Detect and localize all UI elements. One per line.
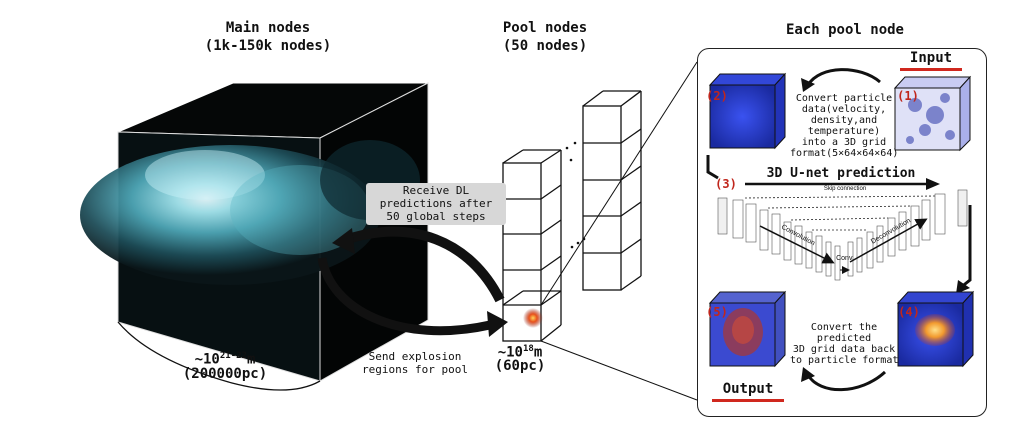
receive-line-3: 50 global steps — [386, 210, 486, 223]
output-label: Output — [712, 381, 784, 402]
pool-scale-label: ~1018m — [497, 344, 543, 361]
receive-line-1: Receive DL — [402, 184, 470, 197]
pool-scale-label-pc: (60pc) — [494, 358, 546, 374]
convert-step-1-line-3: density,and — [810, 115, 878, 126]
unet-conv-mid-label: Conv. — [836, 255, 854, 262]
send-line-2: regions for pool — [362, 363, 468, 376]
main-nodes-cube — [80, 82, 429, 382]
step-2-label: (2) — [706, 89, 728, 103]
convert-step-4-line-4: to particle format — [790, 355, 899, 366]
stack-ellipsis — [565, 141, 586, 249]
main-nodes-title: Main nodes — [225, 20, 311, 36]
pool-node-stack-front — [502, 149, 562, 342]
cube-scale-label: ~1021-22m — [194, 351, 256, 368]
cube-scale-bracket — [117, 321, 321, 391]
convert-step-1-line-6: format(5×64×64×64) — [790, 148, 899, 159]
receive-arrow — [343, 226, 505, 303]
unet-skip-label: Skip connection — [823, 186, 867, 192]
step-1-label: (1) — [897, 89, 919, 103]
convert-step-1-line-2: data(velocity, — [801, 104, 887, 115]
main-nodes-subtitle: (1k-150k nodes) — [204, 38, 332, 54]
step-4-label: (4) — [898, 305, 920, 319]
convert-step-4-line-2: predicted — [816, 333, 872, 344]
convert-step-1-line-1: Convert particle — [795, 93, 893, 104]
each-pool-node-title: Each pool node — [785, 22, 904, 38]
send-arrow-head — [487, 311, 508, 337]
zoom-line-bottom — [540, 340, 698, 401]
pool-node-stack-back — [582, 90, 642, 291]
unet-prediction-title: 3D U-net prediction — [766, 166, 916, 181]
send-line-1: Send explosion — [368, 350, 462, 363]
send-arrow — [317, 257, 491, 336]
explosion-hotspot — [523, 308, 543, 328]
convert-step-1-line-5: into a 3D grid — [801, 137, 887, 148]
cube-scale-label-pc: (200000pc) — [182, 366, 268, 382]
pool-nodes-title: Pool nodes — [502, 20, 588, 36]
input-label: Input — [900, 50, 962, 71]
convert-step-4-line-3: 3D grid data back — [792, 344, 896, 355]
zoom-line-top — [540, 61, 698, 306]
convert-step-1-line-4: temperature) — [807, 126, 881, 137]
receive-line-2: predictions after — [379, 197, 493, 210]
convert-step-4-line-1: Convert the — [810, 322, 878, 333]
step-5-label: (5) — [706, 305, 728, 319]
pool-nodes-subtitle: (50 nodes) — [502, 38, 588, 54]
receive-annotation-bg — [366, 183, 506, 225]
step-3-label: (3) — [715, 177, 737, 191]
receive-arrow-head — [332, 228, 355, 254]
